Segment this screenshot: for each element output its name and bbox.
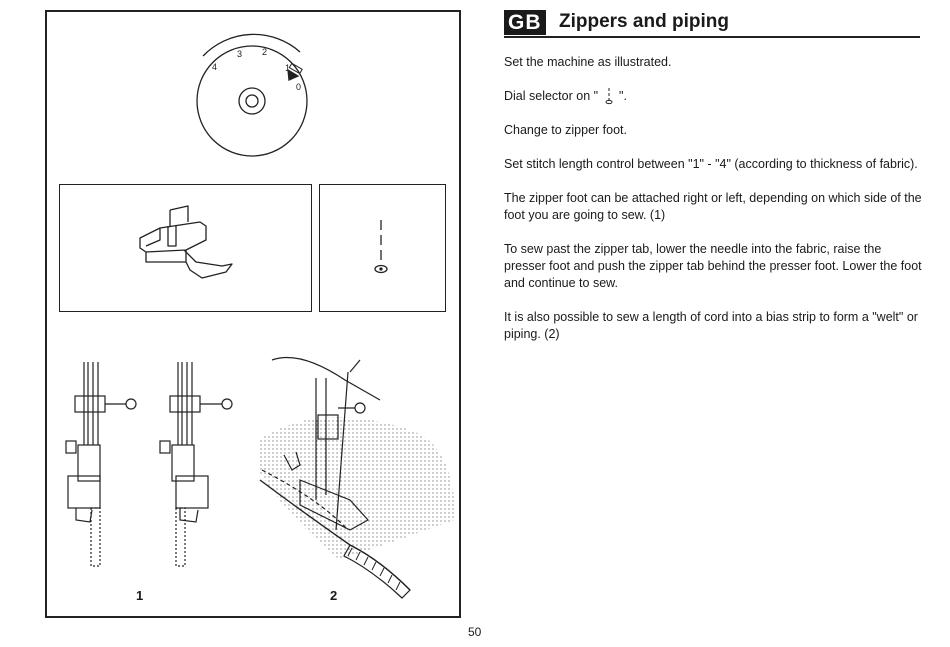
dial-text-after: ". xyxy=(615,89,627,103)
instruction-paragraph: The zipper foot can be attached right or… xyxy=(504,191,922,222)
dial-text-before: Dial selector on " xyxy=(504,89,602,103)
section-header: GB Zippers and piping xyxy=(504,8,920,38)
dial-number: 0 xyxy=(296,82,301,92)
instruction-paragraph: Change to zipper foot. xyxy=(504,123,627,137)
dial-number: 4 xyxy=(212,62,217,72)
instruction-paragraph: To sew past the zipper tab, lower the ne… xyxy=(504,242,922,290)
instruction-paragraph: Set the machine as illustrated. xyxy=(504,55,672,69)
instruction-paragraph: It is also possible to sew a length of c… xyxy=(504,310,918,341)
dial-number: 2 xyxy=(262,47,267,57)
language-badge: GB xyxy=(504,10,546,35)
straight-stitch-panel xyxy=(319,184,446,312)
instruction-paragraph: Set stitch length control between "1" - … xyxy=(504,157,918,171)
dial-number: 3 xyxy=(237,49,242,59)
figure-2-label: 2 xyxy=(330,588,338,603)
page-title: Zippers and piping xyxy=(559,11,729,32)
dial-number: 1 xyxy=(285,63,290,73)
figure-1-label: 1 xyxy=(136,588,144,603)
illustration-frame xyxy=(45,10,461,618)
straight-stitch-icon xyxy=(602,88,616,105)
page-number: 50 xyxy=(468,625,482,639)
zipper-foot-panel xyxy=(59,184,312,312)
instructions: Set the machine as illustrated. Dial sel… xyxy=(504,54,922,360)
instruction-paragraph: Dial selector on " ". xyxy=(504,88,922,105)
